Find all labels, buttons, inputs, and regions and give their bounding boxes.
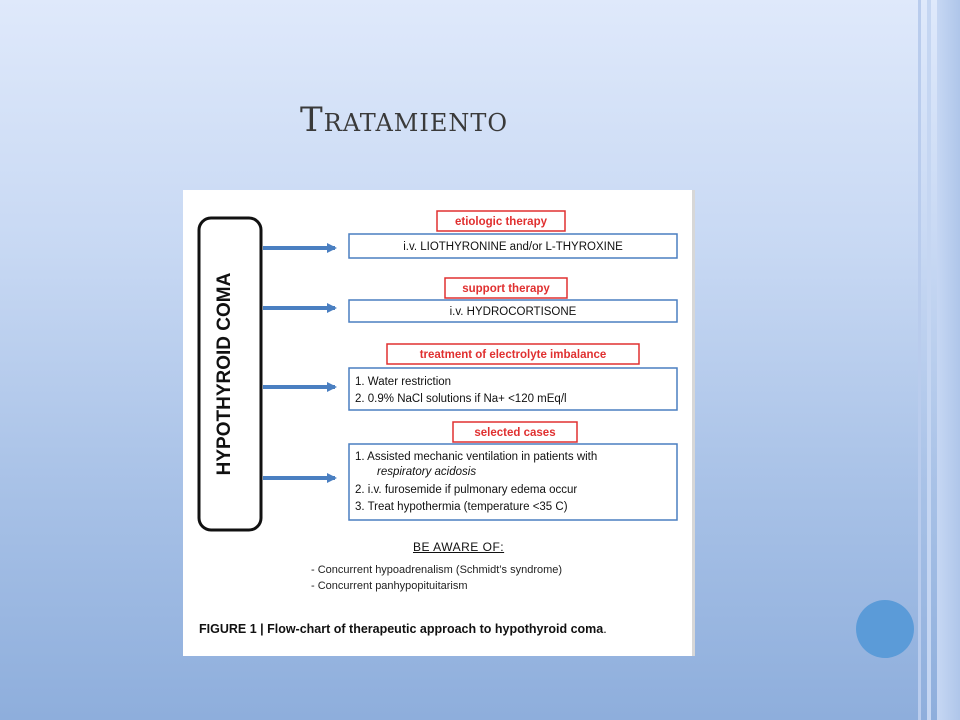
- note-item: - Concurrent hypoadrenalism (Schmidt’s s…: [311, 564, 563, 576]
- decor-stripe: [927, 0, 931, 720]
- step-line: i.v. LIOTHYRONINE and/or L-THYROXINE: [403, 241, 623, 253]
- step-header-box: [452, 421, 578, 443]
- figure-caption: FIGURE 1 | Flow-chart of therapeutic app…: [199, 622, 607, 636]
- aware-notes: - Concurrent hypoadrenalism (Schmidt’s s…: [311, 562, 562, 594]
- step-box: [348, 299, 678, 323]
- step-line: i.v. HYDROCORTISONE: [450, 306, 577, 318]
- vertical-label: HYPOTHYROID COMA: [214, 272, 235, 475]
- step-header-box: [444, 277, 568, 299]
- step-header-box: [386, 343, 640, 365]
- step-header: selected cases: [474, 427, 555, 439]
- step-header: etiologic therapy: [455, 216, 548, 228]
- aware-title: BE AWARE OF:: [413, 540, 505, 554]
- flowchart-svg: HYPOTHYROID COMA etiologic therapy i.v. …: [197, 210, 678, 532]
- step-line: 1. Water restriction: [355, 376, 451, 388]
- step-header-box: [436, 210, 566, 232]
- decor-circle: [856, 600, 914, 658]
- slide-title: Tratamiento: [300, 100, 509, 140]
- step-header: treatment of electrolyte imbalance: [420, 349, 607, 361]
- caption-period: .: [603, 622, 607, 636]
- step-line: 3. Treat hypothermia (temperature <35 C): [355, 501, 568, 513]
- step-line: 2. 0.9% NaCl solutions if Na+ <120 mEq/l: [355, 393, 567, 405]
- step-box: [348, 233, 678, 259]
- step-line: 1. Assisted mechanic ventilation in pati…: [355, 451, 597, 463]
- caption-text: FIGURE 1 | Flow-chart of therapeutic app…: [199, 622, 604, 636]
- step-box: [348, 367, 678, 411]
- note-item: - Concurrent panhypopituitarism: [311, 580, 468, 592]
- step-line: respiratory acidosis: [377, 466, 476, 478]
- decor-stripe: [937, 0, 960, 720]
- flowchart-figure: HYPOTHYROID COMA etiologic therapy i.v. …: [183, 190, 695, 656]
- step-line: 2. i.v. furosemide if pulmonary edema oc…: [355, 484, 577, 496]
- decor-stripe: [918, 0, 921, 720]
- step-box: [348, 443, 678, 521]
- step-header: support therapy: [462, 283, 550, 295]
- coma-container: [197, 216, 263, 532]
